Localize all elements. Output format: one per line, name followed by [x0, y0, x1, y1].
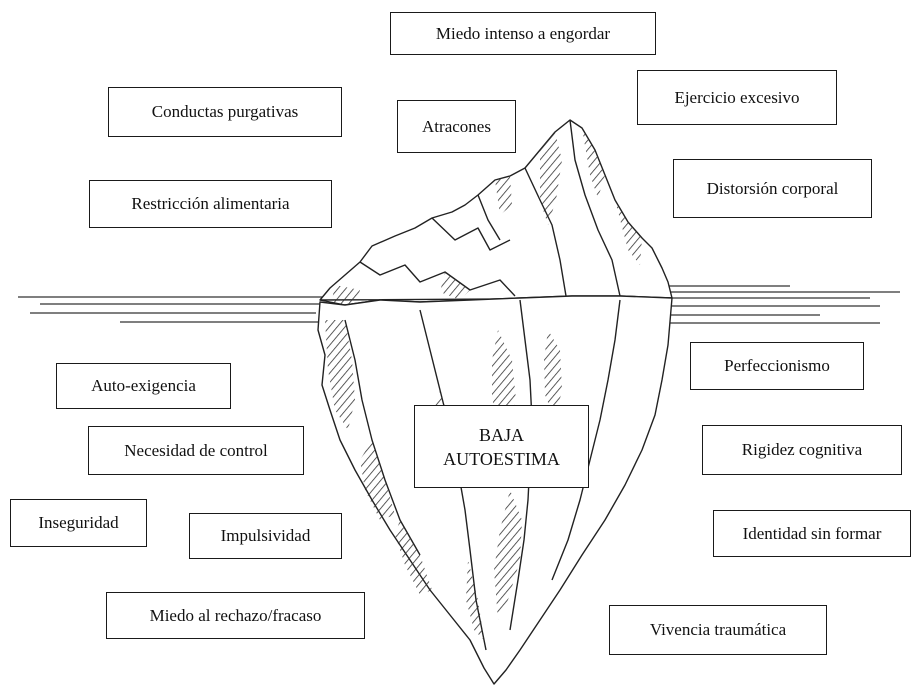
label-restriccion-alimentaria: Restricción alimentaria [89, 180, 332, 228]
label-baja-autoestima: BAJA AUTOESTIMA [414, 405, 589, 488]
label-text: Distorsión corporal [707, 179, 839, 199]
label-necesidad-control: Necesidad de control [88, 426, 304, 475]
label-miedo-rechazo-fracaso: Miedo al rechazo/fracaso [106, 592, 365, 639]
label-text: Auto-exigencia [91, 376, 196, 396]
label-rigidez-cognitiva: Rigidez cognitiva [702, 425, 902, 475]
label-perfeccionismo: Perfeccionismo [690, 342, 864, 390]
label-text: Rigidez cognitiva [742, 440, 862, 460]
label-auto-exigencia: Auto-exigencia [56, 363, 231, 409]
label-text: Ejercicio excesivo [674, 88, 799, 108]
label-text: Miedo intenso a engordar [436, 24, 610, 44]
label-vivencia-traumatica: Vivencia traumática [609, 605, 827, 655]
core-line-2: AUTOESTIMA [443, 447, 560, 471]
label-text: Impulsividad [221, 526, 311, 546]
label-identidad-sin-formar: Identidad sin formar [713, 510, 911, 557]
label-text: Inseguridad [38, 513, 118, 533]
label-text: Atracones [422, 117, 491, 137]
label-text: Necesidad de control [124, 441, 268, 461]
label-miedo-engordar: Miedo intenso a engordar [390, 12, 656, 55]
label-atracones: Atracones [397, 100, 516, 153]
label-text: Conductas purgativas [152, 102, 299, 122]
label-text: Identidad sin formar [743, 524, 882, 544]
label-text: Restricción alimentaria [131, 194, 289, 214]
core-line-1: BAJA [479, 423, 524, 447]
label-text: Miedo al rechazo/fracaso [150, 606, 322, 626]
label-text: Perfeccionismo [724, 356, 830, 376]
label-impulsividad: Impulsividad [189, 513, 342, 559]
label-text: Vivencia traumática [650, 620, 786, 640]
label-inseguridad: Inseguridad [10, 499, 147, 547]
label-distorsion-corporal: Distorsión corporal [673, 159, 872, 218]
label-conductas-purgativas: Conductas purgativas [108, 87, 342, 137]
label-ejercicio-excesivo: Ejercicio excesivo [637, 70, 837, 125]
